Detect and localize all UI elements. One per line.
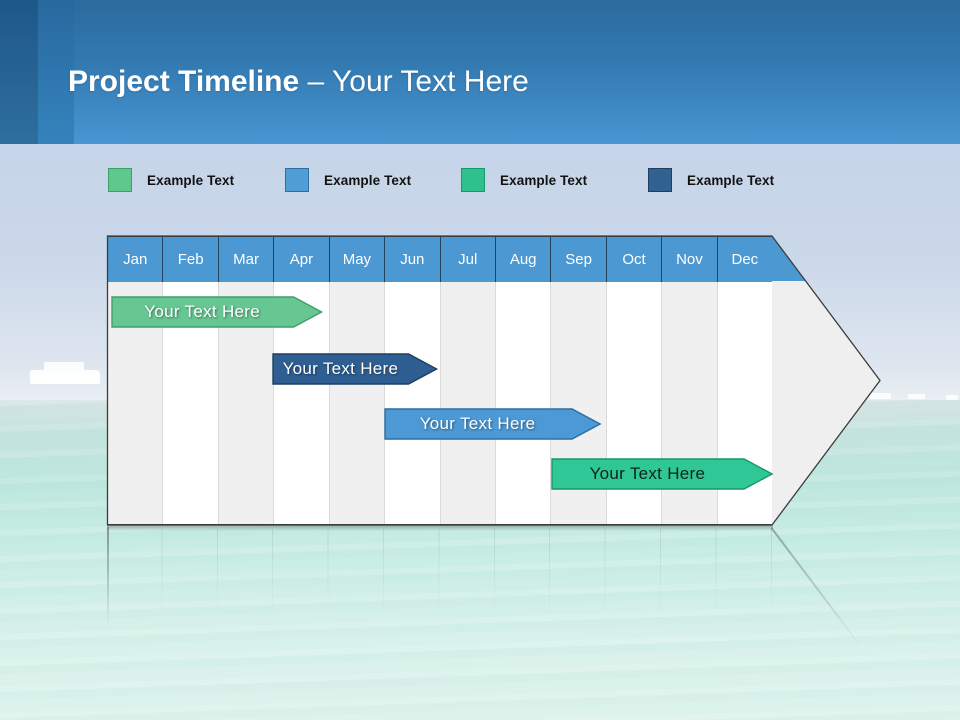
grid-column-may <box>329 282 386 524</box>
legend-swatch-1 <box>108 168 132 192</box>
month-cell-apr: Apr <box>274 237 330 282</box>
timeline-bar-2[interactable]: Your Text Here <box>272 353 439 385</box>
legend-swatch-2 <box>285 168 309 192</box>
header-accent-strip-dark <box>0 0 38 144</box>
month-cell-feb: Feb <box>163 237 219 282</box>
timeline-bar-1[interactable]: Your Text Here <box>111 296 323 328</box>
bar-shape <box>272 353 439 385</box>
slide-title[interactable]: Project Timeline – Your Text Here <box>68 60 529 104</box>
month-cell-jul: Jul <box>441 237 496 282</box>
timeline-bar-3[interactable]: Your Text Here <box>383 408 602 440</box>
legend-swatch-4 <box>648 168 672 192</box>
month-cell-jan: Jan <box>108 237 164 282</box>
month-cell-aug: Aug <box>496 237 552 282</box>
legend: Example Text Example Text Example Text Exam… <box>0 168 960 196</box>
legend-label[interactable]: Example Text <box>147 172 235 188</box>
bar-shape <box>383 408 602 440</box>
month-cell-mar: Mar <box>219 237 275 282</box>
month-cell-dec: Dec <box>731 251 759 268</box>
grid-column-jul <box>440 282 496 524</box>
legend-swatch-3 <box>461 168 485 192</box>
grid-column-jun <box>385 282 441 524</box>
table-reflection <box>107 529 773 621</box>
grid-column-aug <box>495 282 552 524</box>
legend-label[interactable]: Example Text <box>687 172 775 188</box>
legend-label[interactable]: Example Text <box>324 172 412 188</box>
legend-item-3[interactable]: Example Text <box>461 168 587 192</box>
table-reflection-left-edge <box>107 527 109 625</box>
header-accent-strip-medium <box>38 0 74 144</box>
month-cell-may: May <box>330 237 386 282</box>
bar-label[interactable]: Your Text Here <box>419 414 536 433</box>
small-boat-1 <box>845 396 854 400</box>
legend-item-4[interactable]: Example Text <box>648 168 774 192</box>
month-cell-sep: Sep <box>551 237 607 282</box>
bar-shape <box>111 296 323 328</box>
month-cell-nov: Nov <box>662 237 718 282</box>
small-boat-4 <box>946 395 958 400</box>
bar-shape <box>551 458 774 490</box>
legend-label[interactable]: Example Text <box>500 172 588 188</box>
month-cell-oct: Oct <box>607 237 663 282</box>
small-boat-3 <box>908 394 925 399</box>
small-boat-2 <box>869 393 891 399</box>
bar-label[interactable]: Your Text Here <box>282 359 399 378</box>
legend-item-2[interactable]: Example Text <box>285 168 411 192</box>
yacht-hull <box>30 370 100 384</box>
bar-label[interactable]: Your Text Here <box>144 302 261 321</box>
header-band: Project Timeline – Your Text Here <box>0 0 960 144</box>
yacht-superstructure <box>44 362 84 371</box>
slide-title-placeholder[interactable]: – Your Text Here <box>299 65 529 98</box>
legend-item-1[interactable]: Example Text <box>108 168 234 192</box>
table-shadow <box>107 525 773 531</box>
bar-label[interactable]: Your Text Here <box>589 464 706 483</box>
timeline-bar-4[interactable]: Your Text Here <box>551 458 774 490</box>
slide-title-main[interactable]: Project Timeline <box>68 65 300 98</box>
month-cell-jun: Jun <box>385 237 441 282</box>
